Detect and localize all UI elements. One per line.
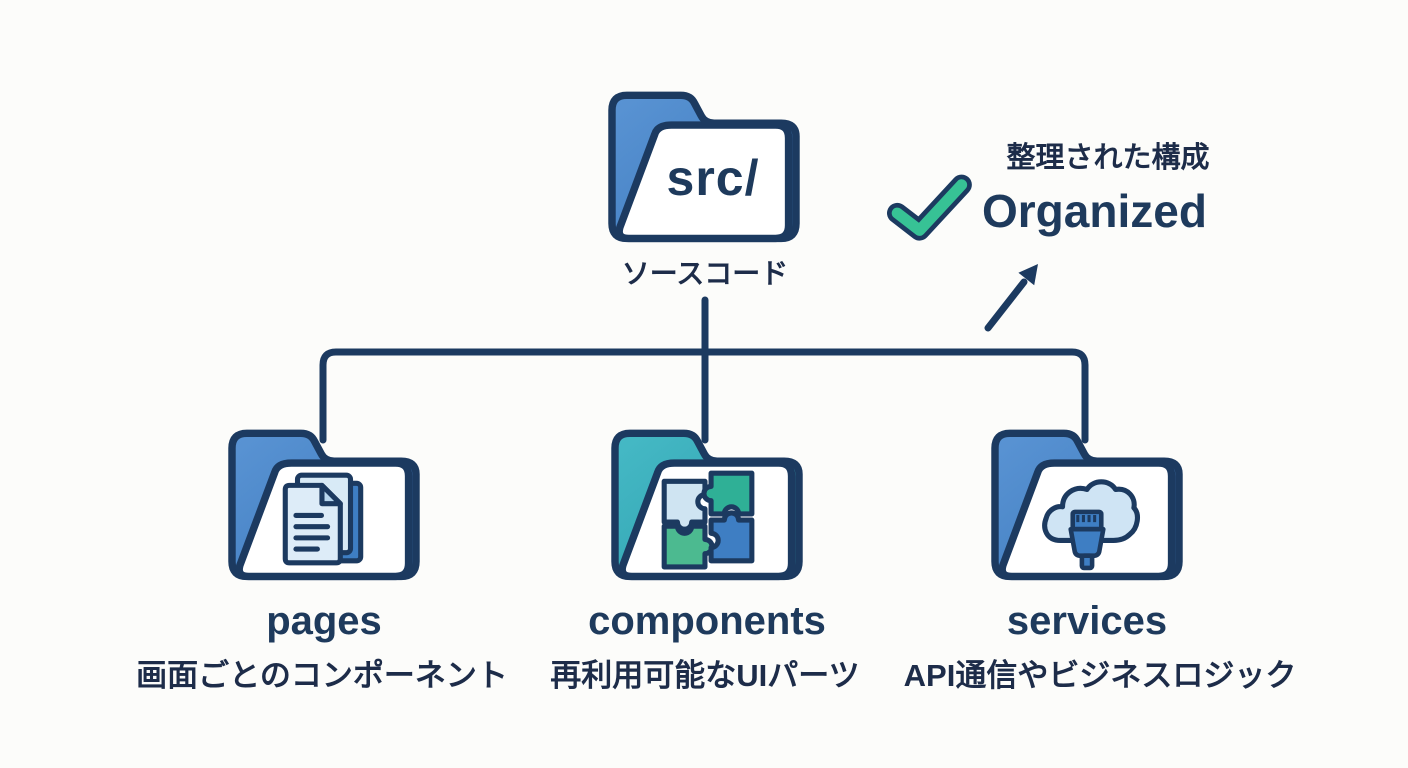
root-folder-src: src/ <box>597 73 811 244</box>
folder-icon <box>608 91 800 243</box>
folder-components <box>600 411 814 582</box>
folder-services-caption: API通信やビジネスロジック <box>903 658 1297 693</box>
folder-components-label: components <box>588 599 826 643</box>
connector-branch-bracket <box>319 348 1089 444</box>
root-folder-label: src/ <box>666 150 760 206</box>
folder-pages-label: pages <box>266 599 382 643</box>
checkmark-icon <box>886 174 972 241</box>
annotation-label-ja: 整理された構成 <box>1006 142 1210 174</box>
puzzle-icon <box>661 470 755 570</box>
folder-services <box>980 411 1194 582</box>
folder-components-caption: 再利用可能なUIパーツ <box>550 658 860 693</box>
arrow-up-right-icon <box>984 264 1038 332</box>
folder-pages-caption: 画面ごとのコンポーネント <box>136 658 508 693</box>
folder-services-label: services <box>1006 599 1168 643</box>
root-folder-caption: ソースコード <box>621 258 789 289</box>
annotation-label-en: Organized <box>982 185 1207 237</box>
cloud-plug-icon <box>1042 479 1140 571</box>
documents-icon <box>282 472 364 566</box>
folder-pages <box>217 411 431 582</box>
